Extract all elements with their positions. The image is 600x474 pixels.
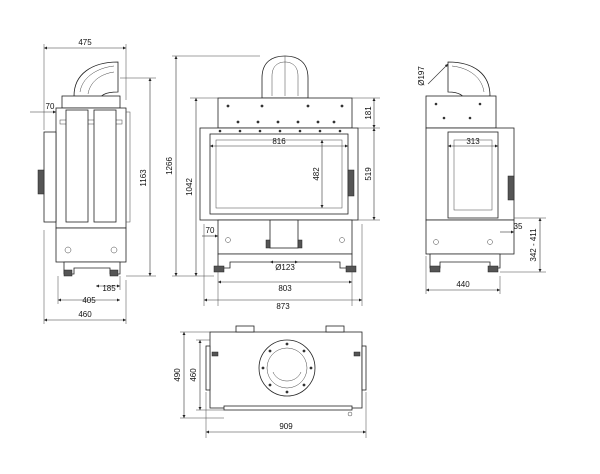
front-glass-height-label: 519 xyxy=(364,167,373,181)
top-view: 490 460 909 xyxy=(173,325,367,438)
side-foot-offset-label: 185 xyxy=(102,284,116,293)
top-inner-depth-label: 460 xyxy=(189,368,198,382)
front-air-inlet-offset-label: 70 xyxy=(206,226,215,235)
side-handle xyxy=(37,169,45,195)
right-foot-left xyxy=(429,265,441,273)
front-inner-height-label: 482 xyxy=(312,167,321,181)
front-body-height-label: 1042 xyxy=(185,178,194,196)
front-total-width-label: 873 xyxy=(276,302,290,311)
right-top-collar xyxy=(425,95,497,129)
front-foot-left xyxy=(213,265,225,273)
right-flue-diameter-label: Ø197 xyxy=(417,66,426,86)
front-air-inlet xyxy=(269,219,299,249)
right-flue-elbow xyxy=(447,61,491,101)
side-flue-elbow xyxy=(73,61,119,101)
top-outer-depth-label: 490 xyxy=(173,368,182,382)
front-top-section xyxy=(217,97,353,129)
front-top-section-label: 181 xyxy=(364,106,373,120)
front-glass-width-label: 816 xyxy=(272,137,286,146)
right-foot-height-range-label: 342 - 411 xyxy=(529,228,538,262)
side-lower-section xyxy=(55,227,127,263)
front-base-width-label: 803 xyxy=(278,284,292,293)
side-total-depth-label: 460 xyxy=(78,310,92,319)
side-panel-left xyxy=(65,109,89,223)
side-flue-offset-label: 70 xyxy=(46,102,55,111)
front-door-handle xyxy=(347,169,355,197)
side-view: 475 70 1163 185 405 460 xyxy=(30,38,156,324)
side-top-collar xyxy=(61,95,121,109)
front-air-inlet-diameter-label: Ø123 xyxy=(275,263,295,272)
front-overall-height-label: 1266 xyxy=(165,157,174,175)
right-foot-offset-label: 35 xyxy=(514,222,523,231)
side-height-label: 1163 xyxy=(139,169,148,187)
side-panel-right xyxy=(93,109,117,223)
right-foot-right xyxy=(487,265,499,273)
top-flue-ring xyxy=(258,339,316,397)
side-top-width-label: 475 xyxy=(78,38,92,47)
right-glass-width-label: 313 xyxy=(466,137,480,146)
side-base-depth-label: 405 xyxy=(82,296,96,305)
front-foot-right xyxy=(345,265,357,273)
right-total-depth-label: 440 xyxy=(456,280,470,289)
right-view: Ø197 313 35 342 - 411 440 xyxy=(417,61,546,294)
right-handle xyxy=(507,175,515,201)
front-view: 1266 1042 181 519 816 482 70 Ø123 803 87… xyxy=(165,55,380,311)
top-total-width-label: 909 xyxy=(279,422,293,431)
top-rear-plate xyxy=(223,405,353,411)
side-foot xyxy=(63,269,73,277)
